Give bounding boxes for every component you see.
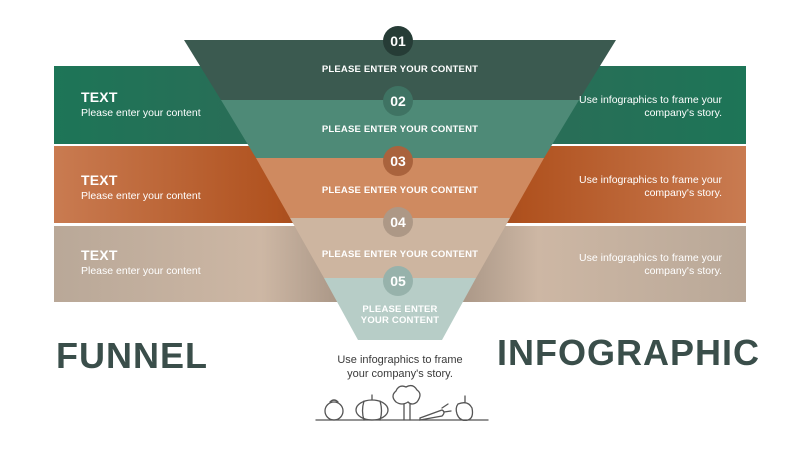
stage-2-label: PLEASE ENTER YOUR CONTENT xyxy=(321,124,479,135)
stage-4-number: 04 xyxy=(383,207,413,237)
stage-3-label: PLEASE ENTER YOUR CONTENT xyxy=(321,185,479,196)
stage-5-label-line2: YOUR CONTENT xyxy=(360,315,440,326)
stage-4-label: PLEASE ENTER YOUR CONTENT xyxy=(321,249,479,260)
band-1-subtitle: Please enter your content xyxy=(81,107,201,119)
band-2-subtitle: Please enter your content xyxy=(81,190,201,202)
funnel-stage-3 xyxy=(256,158,544,218)
caption-line2: your company's story. xyxy=(347,368,453,380)
funnel-stage-2 xyxy=(221,100,579,158)
heading-funnel: FUNNEL xyxy=(56,335,208,376)
band-1-title: TEXT xyxy=(81,89,118,105)
stage-2-number: 02 xyxy=(383,86,413,116)
caption-line1: Use infographics to frame xyxy=(337,354,463,366)
stage-3-number: 03 xyxy=(383,146,413,176)
stage-1-number: 01 xyxy=(383,26,413,56)
band-2-right-text: Use infographics to frame your company's… xyxy=(579,174,722,199)
funnel-stage-1 xyxy=(184,40,616,100)
vegetables-line-icon xyxy=(315,384,489,422)
band-3-subtitle: Please enter your content xyxy=(81,265,201,277)
band-3-right-text: Use infographics to frame your company's… xyxy=(579,252,722,277)
band-1-right-text: Use infographics to frame your company's… xyxy=(579,94,722,119)
funnel-stage-5 xyxy=(324,278,476,340)
stage-5-label-line1: PLEASE ENTER xyxy=(362,304,438,315)
band-3-title: TEXT xyxy=(81,247,118,263)
stage-5-label: PLEASE ENTER YOUR CONTENT xyxy=(340,304,460,326)
stage-5-number: 05 xyxy=(383,266,413,296)
stage-1-label: PLEASE ENTER YOUR CONTENT xyxy=(321,64,479,75)
heading-infographic: INFOGRAPHIC xyxy=(497,332,760,373)
caption: Use infographics to frame your company's… xyxy=(300,353,500,381)
funnel-stage-4 xyxy=(290,218,510,278)
band-2-title: TEXT xyxy=(81,172,118,188)
